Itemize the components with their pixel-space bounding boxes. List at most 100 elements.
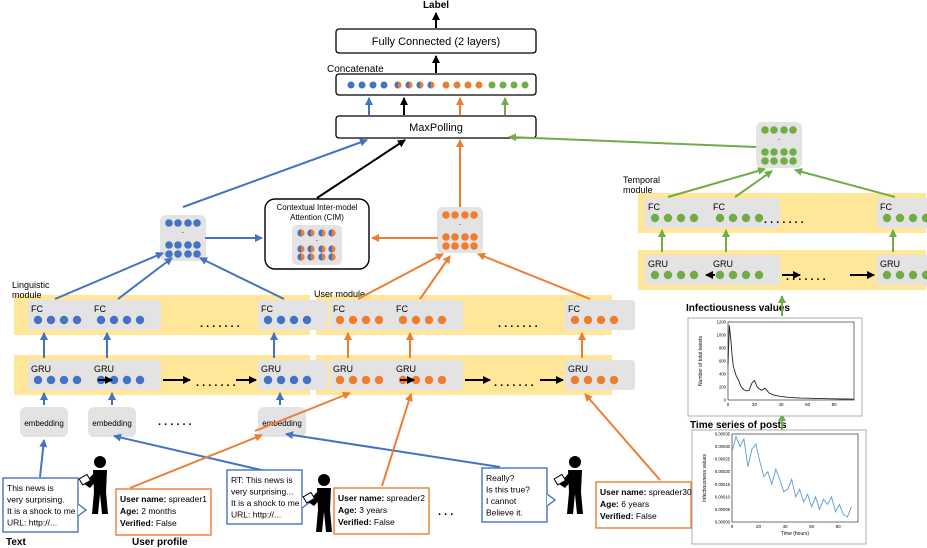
concat-dot-cim-half xyxy=(394,81,398,89)
temporal-fc-cell-label: FC xyxy=(648,202,660,212)
pooled-dot xyxy=(184,241,192,249)
arrow-post2-to-embedding xyxy=(113,433,271,473)
user-gru-cell-bg xyxy=(565,360,635,390)
concatenate-box xyxy=(335,73,537,96)
post-3-pointer xyxy=(546,493,557,507)
user-fc-cell-bg xyxy=(393,300,463,330)
ling-fc-cell-dot xyxy=(96,315,106,325)
pooled-dot xyxy=(451,211,459,219)
plot1-ytick: 200 xyxy=(719,385,727,390)
pooled-dot xyxy=(193,250,201,258)
pooled-dot xyxy=(761,148,769,156)
concat-dot-green xyxy=(488,81,496,89)
plot1-ytick: 0 xyxy=(724,398,727,403)
arrow-post1-to-embedding xyxy=(39,439,48,478)
arrow-ling-fc-to-pool xyxy=(54,252,164,300)
plot2-ytick: 0.00010 xyxy=(715,494,731,499)
user-pooled-matrix: · xyxy=(437,207,483,253)
user-fc-cell-dot xyxy=(348,315,358,325)
profile-3-box xyxy=(595,481,692,529)
user-fc-cell-dot xyxy=(411,315,421,325)
concatenated-vector xyxy=(347,81,529,89)
infectiousness-caption: Infectiousness values xyxy=(686,303,790,314)
post-2-line: RT: This news is xyxy=(231,475,293,485)
concat-dot-blue xyxy=(358,81,366,89)
plot2-axes xyxy=(731,433,859,523)
arrow-profile3-to-user-gru xyxy=(584,393,661,481)
ling-fc-ellipsis: . . . . . . . xyxy=(200,318,240,330)
concat-dot-green xyxy=(499,81,507,89)
embedding-label: embedding xyxy=(262,419,302,428)
plot1-xtick: 40 xyxy=(779,402,785,407)
user-fc-cell-bg xyxy=(565,300,635,330)
concat-dot-cim-half xyxy=(416,81,420,89)
user-fc-cell-label: FC xyxy=(568,304,580,314)
maxpooling-box xyxy=(335,115,537,139)
post-1-line: URL: http://... xyxy=(7,518,57,528)
pooled-dot xyxy=(470,211,478,219)
plot1-ytick: 1000 xyxy=(717,333,727,338)
user-gru-cell-dot xyxy=(570,375,580,385)
ling-fc-cell-bg xyxy=(28,300,98,330)
temporal-gru-cell-label: GRU xyxy=(648,259,668,269)
ling-gru-cell-label: GRU xyxy=(31,364,51,374)
plot2-ytick: 0.00000 xyxy=(715,520,731,525)
temporal-fc-ellipsis: . . . . . . . xyxy=(764,214,804,226)
ling-fc-cell-dot xyxy=(46,315,56,325)
pooled-matrix-bg xyxy=(160,215,206,261)
ling-gru-cell-bg xyxy=(258,360,328,390)
time-series-caption: Time series of posts xyxy=(690,420,787,431)
user-fc-cell-dot xyxy=(361,315,371,325)
temporal-gru-cell-label: GRU xyxy=(880,259,900,269)
user-gru-cell-dot xyxy=(374,375,384,385)
post-3-line: Is this true? xyxy=(486,485,530,495)
profile-1-row: Age: 2 months xyxy=(120,506,176,516)
plot2-xlabel: Time (hours) xyxy=(781,531,809,537)
cim-dot-half xyxy=(297,253,301,261)
ling-gru-cell-dot xyxy=(122,375,132,385)
user-fc-cell-dot xyxy=(424,315,434,325)
arrow-cim-to-pool xyxy=(316,139,406,199)
profile-2-row: Verified: False xyxy=(338,517,395,527)
pooled-dot xyxy=(174,250,182,258)
plot2-series-line xyxy=(731,435,852,518)
user-gru-cell-dot xyxy=(348,375,358,385)
pooled-dot xyxy=(193,219,201,227)
user-fc-cell-label: FC xyxy=(333,304,345,314)
user-fc-cell-dot xyxy=(398,315,408,325)
ling-gru-cell-dot xyxy=(33,375,43,385)
user-fc-cell-label: FC xyxy=(396,304,408,314)
temporal-fc-cell-bg xyxy=(710,198,780,228)
pooled-dot xyxy=(780,148,788,156)
temporal-gru-cell-dot xyxy=(728,270,738,280)
cim-dot-half xyxy=(328,229,332,237)
temporal-fc-cell-dot xyxy=(650,213,660,223)
temporal-fc-cell-dot xyxy=(689,213,699,223)
cim-label-line2: Attention (CIM) xyxy=(290,213,344,222)
ling-gru-cell-dot xyxy=(135,375,145,385)
ling-gru-cell-label: GRU xyxy=(261,364,281,374)
ling-fc-cell-dot xyxy=(122,315,132,325)
concat-dot-orange xyxy=(453,81,461,89)
plot2-xtick: 60 xyxy=(809,524,815,529)
arrow-user-fc-to-pool xyxy=(419,255,451,300)
temporal-gru-cell-dot xyxy=(689,270,699,280)
maxpooling-label: MaxPolling xyxy=(409,122,463,134)
user-gru-ellipsis: . . . . . . . xyxy=(494,377,534,389)
embedding-box xyxy=(88,407,136,437)
pooled-ellipsis: · xyxy=(459,220,462,229)
temporal-fc-cell-dot xyxy=(754,213,764,223)
embedding-label: embedding xyxy=(92,419,132,428)
temporal-fc-cell-dot xyxy=(741,213,751,223)
user-fc-cell-dot xyxy=(374,315,384,325)
ling-gru-cell-dot xyxy=(263,375,273,385)
output-label: Label xyxy=(423,0,449,11)
ling-fc-cell-dot xyxy=(59,315,69,325)
concat-dot-orange xyxy=(442,81,450,89)
cim-dot-half xyxy=(318,245,322,253)
user-gru-cell-label: GRU xyxy=(396,364,416,374)
posts-ellipsis: . . . xyxy=(438,506,453,518)
pooled-dot xyxy=(470,233,478,241)
